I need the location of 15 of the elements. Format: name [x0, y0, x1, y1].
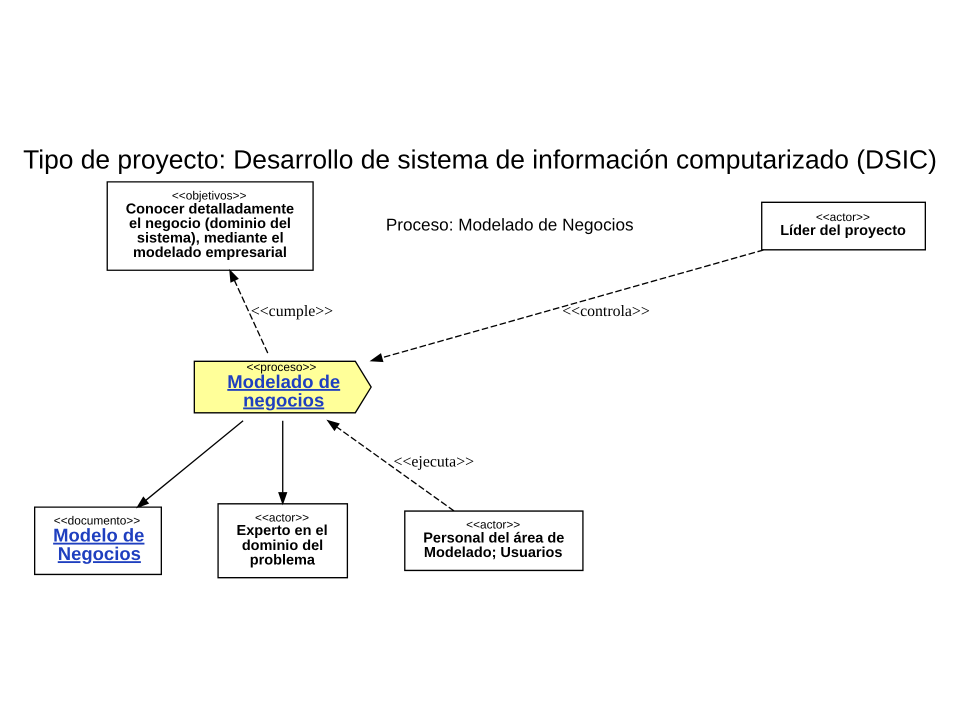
node-box: <<actor>> Personal del área de Modelado; Usuarios	[404, 510, 584, 572]
arrow	[370, 249, 764, 362]
arrow	[278, 420, 288, 506]
edge-label: <<cumple>>	[250, 302, 334, 320]
edge-label: <<controla>>	[562, 302, 650, 320]
node-box: <<actor>> Experto en el dominio del problema	[217, 503, 348, 578]
node-box: <<actor>> Líder del proyecto	[761, 202, 926, 250]
arrow	[326, 420, 454, 512]
node-box: <<documento>> Modelo de Negocios	[34, 506, 162, 576]
arrow	[136, 420, 244, 508]
diagram-title: Tipo de proyecto: Desarrollo de sistema de información computarizado (DSIC)	[23, 144, 937, 175]
node-box: <<objetivos>> Conocer detalladamente el negocio (dominio del sistema), mediante el modelado empresarial	[106, 181, 314, 271]
arrow	[229, 268, 268, 354]
edge-label: <<ejecuta>>	[394, 453, 474, 470]
label: Proceso: Modelado de Negocios	[386, 214, 634, 235]
